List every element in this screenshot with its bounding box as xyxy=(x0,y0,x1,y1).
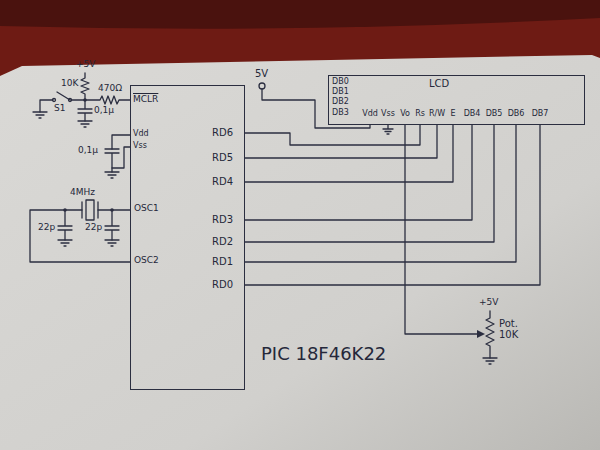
pin-name: RD2 xyxy=(212,236,233,247)
wiper-arrowhead xyxy=(477,330,485,338)
switch-contact xyxy=(53,99,56,102)
pin-name: E xyxy=(450,110,455,119)
pin-name: DB2 xyxy=(332,98,349,107)
table-shadow xyxy=(0,0,600,29)
pin-name: Vo xyxy=(400,110,410,119)
capacitor-symbol xyxy=(78,100,92,121)
junction-dot xyxy=(63,208,67,212)
paper-sheet xyxy=(0,55,600,450)
component-value: 0,1µ xyxy=(78,146,98,156)
pin-name: MCLR xyxy=(133,95,158,105)
ground-symbol xyxy=(105,172,119,178)
signal-wire xyxy=(245,125,516,262)
capacitor-symbol xyxy=(58,210,72,240)
supply-wire xyxy=(262,89,370,128)
pin-name: RD5 xyxy=(212,152,233,163)
supply-wire xyxy=(112,135,130,168)
junction-dot xyxy=(110,208,114,212)
ground-symbol xyxy=(78,121,92,127)
oscillator-wire xyxy=(30,210,130,262)
pin-name: RD0 xyxy=(212,279,233,290)
pin-name: Vdd xyxy=(362,110,378,119)
component-value: 22p xyxy=(85,223,102,233)
component-value: 10K xyxy=(61,79,78,89)
supply-terminal xyxy=(259,83,265,89)
ground-symbol xyxy=(33,112,47,118)
pin-name: RD1 xyxy=(212,256,233,267)
pin-name: DB5 xyxy=(486,110,503,119)
pin-name: Vss xyxy=(133,142,147,151)
component-value: 4MHz xyxy=(70,188,95,198)
pin-name: Vss xyxy=(381,110,395,119)
ground-symbol xyxy=(58,240,72,246)
capacitor-symbol xyxy=(105,210,119,240)
pin-name: Vdd xyxy=(133,130,149,139)
pin-name: RD6 xyxy=(212,127,233,138)
pin-name: OSC2 xyxy=(134,256,159,266)
module-name: LCD xyxy=(429,78,449,89)
pin-name: DB6 xyxy=(508,110,525,119)
component-value: 470Ω xyxy=(98,84,122,94)
ground-symbol xyxy=(483,358,497,364)
switch-contact xyxy=(69,99,72,102)
supply-label: +5V xyxy=(76,60,95,70)
pin-name: RD3 xyxy=(212,214,233,225)
ground-symbol xyxy=(383,125,393,134)
component-value: 22p xyxy=(38,223,55,233)
component-value: 0,1µ xyxy=(94,106,114,116)
contrast-wire xyxy=(405,125,478,334)
signal-wire xyxy=(245,125,420,145)
pin-name: OSC1 xyxy=(134,204,159,214)
potentiometer-symbol xyxy=(486,311,494,358)
signal-wire xyxy=(245,125,540,285)
supply-label: +5V xyxy=(479,298,498,308)
pin-name: RD4 xyxy=(212,176,233,187)
series-resistor xyxy=(85,96,130,104)
crystal-symbol xyxy=(86,200,94,220)
pin-name: DB3 xyxy=(332,109,349,118)
pullup-resistor xyxy=(81,73,89,100)
crystal-symbol xyxy=(82,202,98,218)
supply-label: 5V xyxy=(255,68,268,79)
component-value: Pot. 10K xyxy=(499,318,527,340)
ground-symbol xyxy=(105,240,119,246)
pin-name: DB0 xyxy=(332,78,349,87)
pin-name: Rs xyxy=(415,110,425,119)
pin-name: DB7 xyxy=(532,110,549,119)
signal-wire xyxy=(245,125,494,242)
junction-dot xyxy=(83,98,87,102)
signal-wire xyxy=(245,125,472,220)
signal-wire xyxy=(245,125,437,158)
pin-name: DB4 xyxy=(464,110,481,119)
capacitor-symbol xyxy=(105,149,119,172)
signal-wire xyxy=(245,125,453,182)
chip-name: PIC 18F46K22 xyxy=(261,344,386,364)
pin-name: R/W xyxy=(429,110,445,119)
part-name: S1 xyxy=(54,104,65,114)
pin-name: DB1 xyxy=(332,88,349,97)
